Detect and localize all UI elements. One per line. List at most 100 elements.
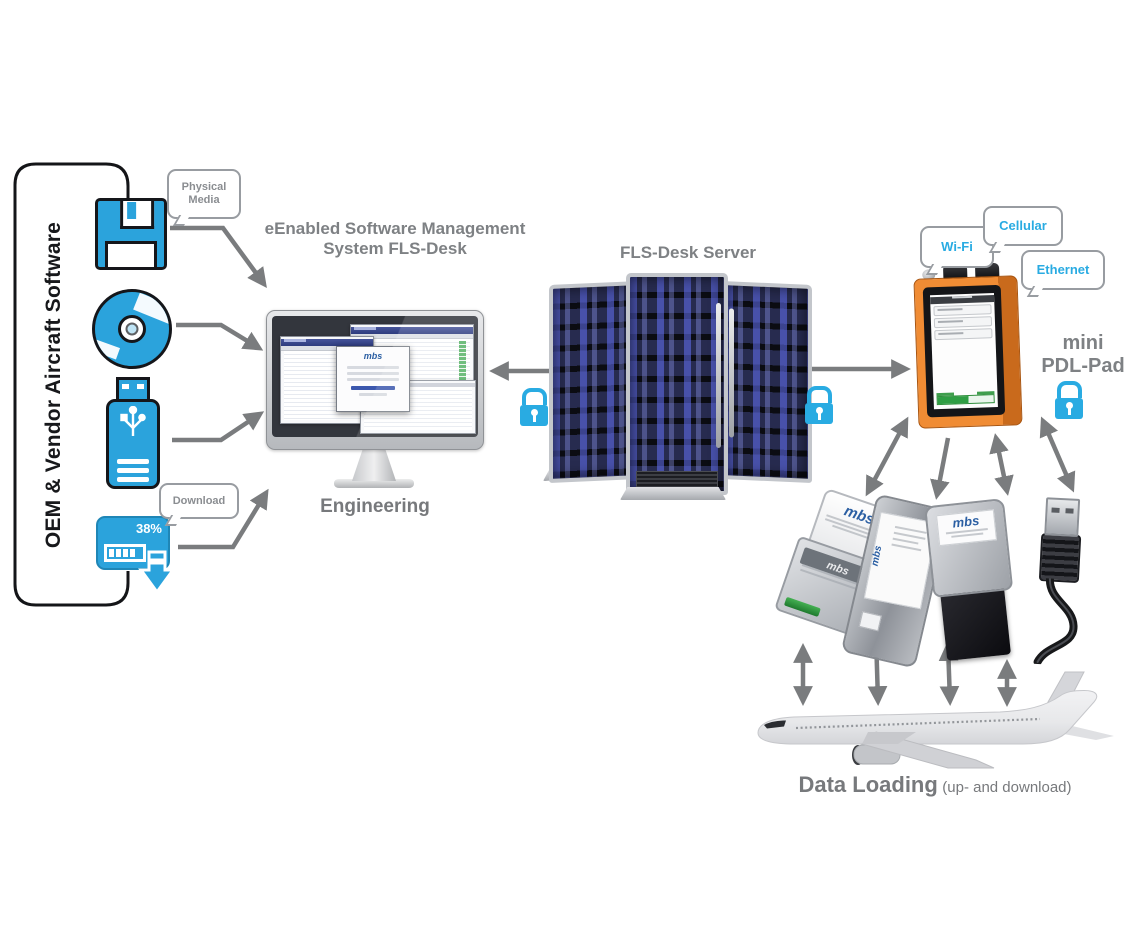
window-titlebar — [361, 383, 475, 387]
arrow-download-to-engineering — [178, 488, 269, 550]
download-bubble: Download — [159, 483, 239, 519]
monitor-base — [334, 479, 414, 488]
decor — [117, 477, 149, 482]
pad-screen-header — [930, 295, 995, 305]
pad-list-item — [933, 304, 992, 317]
engineering-title: eEnabled Software Management System FLS-… — [245, 219, 545, 259]
login-dialog: mbs — [336, 346, 410, 412]
ethernet-bubble: Ethernet — [1021, 250, 1105, 290]
floppy-shutter — [120, 201, 155, 229]
decor — [1055, 398, 1083, 419]
arrow-pdlpad-cardreader — [865, 416, 909, 497]
arrow-pdlpad-adapter — [989, 433, 1014, 496]
lock-icon — [804, 386, 834, 424]
login-field — [347, 372, 399, 375]
mbs-logo: mbs — [337, 352, 409, 361]
engineering-station-label: Engineering — [320, 496, 430, 517]
login-field — [347, 366, 399, 369]
decor — [117, 468, 149, 473]
aircraft-wing-root — [862, 732, 916, 744]
window-titlebar — [351, 327, 473, 334]
download-bubble-text: Download — [172, 494, 226, 507]
mbs-logo: mbs — [869, 544, 885, 568]
arrow-pdlpad-pcmcia — [930, 437, 951, 500]
engineering-title-line2: System FLS-Desk — [323, 239, 467, 259]
data-loading-label: Data Loading — [798, 772, 938, 797]
cellular-bubble-text: Cellular — [999, 217, 1047, 233]
adapter-body: mbs — [924, 498, 1014, 598]
arrow-usb-to-engineering — [172, 411, 265, 443]
data-loading-caption: Data Loading (up- and download) — [745, 772, 1125, 798]
data-loading-sublabel-text: (up- and download) — [942, 779, 1072, 796]
decor — [520, 405, 548, 426]
cd-disc-icon — [92, 289, 172, 369]
lock-icon — [1054, 381, 1084, 419]
usb-cable — [1010, 496, 1108, 666]
usb-plug — [116, 377, 150, 399]
arrow-floppy-to-engineering — [170, 225, 267, 288]
usb-trident-icon — [120, 406, 146, 436]
rack-base — [620, 487, 726, 500]
physical-media-bubble: Physical Media — [167, 169, 241, 219]
usb-body — [106, 399, 160, 489]
pdl-pad-device — [913, 262, 1023, 429]
aircraft-cockpit — [764, 720, 786, 729]
usb-connector — [1044, 497, 1081, 537]
decor — [805, 403, 833, 424]
floppy-label — [105, 241, 157, 267]
arrow-pdlpad-usbcable — [1039, 416, 1076, 493]
aircraft-illustration — [757, 671, 1114, 769]
oem-bracket — [13, 162, 130, 607]
cellular-bubble: Cellular — [983, 206, 1063, 246]
decor — [359, 393, 387, 396]
download-progress-bar — [104, 544, 146, 562]
server-rack-center — [626, 273, 728, 495]
arrow-cd-to-engineering — [176, 322, 264, 351]
pad-list-item — [934, 328, 993, 341]
rack-vent — [635, 471, 719, 488]
screen-glare — [272, 316, 478, 437]
wifi-bubble: Wi-Fi — [920, 226, 994, 268]
monitor-screen: mbs — [272, 316, 478, 437]
window-titlebar — [281, 339, 373, 346]
adapter-label: mbs — [936, 509, 997, 547]
pdl-pad-label-line1: mini — [1062, 332, 1104, 354]
decor — [891, 543, 922, 552]
decor — [1056, 381, 1082, 398]
pad-screen — [929, 293, 998, 410]
aircraft-window-row — [795, 717, 1041, 730]
decor — [127, 202, 137, 219]
window-status-column — [459, 341, 466, 390]
download-progress-value: 38% — [135, 521, 162, 536]
pad-bezel — [922, 284, 1006, 418]
usb-strain-relief — [1038, 533, 1082, 584]
rack-handle — [729, 308, 734, 438]
pad-progress-bar — [936, 394, 995, 406]
mbs-card-adapter: mbs — [924, 498, 1018, 661]
window-menubar — [281, 346, 373, 351]
decor — [806, 386, 832, 403]
download-progress-icon: 38% — [96, 516, 176, 595]
window-menubar — [351, 334, 473, 339]
usb-cable-wire — [1033, 577, 1078, 666]
server-label: FLS-Desk Server — [619, 243, 757, 262]
wifi-bubble-text: Wi-Fi — [941, 238, 973, 254]
download-arrow-icon — [138, 550, 176, 595]
floppy-disk-icon — [95, 198, 167, 270]
lock-icon — [519, 388, 549, 426]
engineering-monitor: mbs — [266, 310, 484, 450]
engineering-title-line1: eEnabled Software Management — [264, 219, 526, 238]
pdl-pad-label: mini PDL-Pad — [1028, 332, 1138, 378]
rack-handle — [716, 302, 721, 449]
decor — [117, 459, 149, 464]
decor — [521, 388, 547, 405]
ethernet-bubble-text: Ethernet — [1036, 261, 1090, 277]
server-rack-right — [722, 281, 812, 483]
card-green-stripe — [783, 596, 821, 617]
login-button — [351, 386, 395, 390]
login-field — [347, 378, 399, 381]
physical-media-bubble-text: Physical Media — [181, 181, 227, 206]
decor — [858, 611, 882, 632]
